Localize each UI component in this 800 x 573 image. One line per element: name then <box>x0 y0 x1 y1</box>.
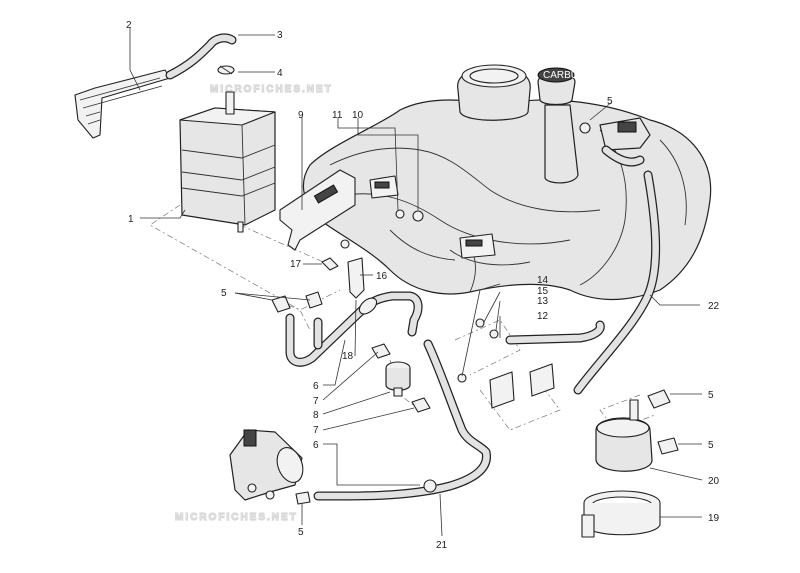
drain-hose <box>573 145 661 395</box>
canister-bracket <box>74 69 171 139</box>
check-valve <box>371 343 431 413</box>
callout-5-filter-top: 5 <box>708 390 714 401</box>
breather-hose <box>505 320 605 345</box>
filler-neck <box>457 64 531 121</box>
fuel-cap: CARBURANT <box>537 67 605 184</box>
callout-1: 1 <box>128 214 134 225</box>
callout-8: 8 <box>313 410 319 421</box>
callout-5-filter-side: 5 <box>708 440 714 451</box>
vent-hose-top <box>165 33 237 80</box>
hose-clip <box>217 65 235 75</box>
callout-15: 15 <box>537 286 549 297</box>
cap-label: CARBURANT <box>543 70 605 81</box>
watermark-bottom: MICROFICHES.NET <box>175 512 298 523</box>
callout-6-long-hose: 6 <box>313 440 319 451</box>
fuel-hose-long <box>313 339 491 501</box>
bolts <box>321 209 424 271</box>
callout-7-upper: 7 <box>313 396 319 407</box>
tank-strap-clamps <box>369 175 496 259</box>
callout-13: 13 <box>537 296 549 307</box>
fuel-pump-sender <box>579 117 651 151</box>
leader-lines <box>129 28 703 537</box>
callout-5-left-clips: 5 <box>221 288 227 299</box>
callout-12: 12 <box>537 311 549 322</box>
callout-6-left-hose: 6 <box>313 381 319 392</box>
callout-11: 11 <box>332 110 343 121</box>
mounting-bracket <box>279 169 356 251</box>
callout-14: 14 <box>537 275 549 286</box>
filter-clamp-ring <box>581 490 661 538</box>
hose-bracket <box>347 257 365 299</box>
fuel-filter <box>595 389 679 472</box>
callout-17: 17 <box>290 259 302 270</box>
callout-7-lower: 7 <box>313 425 319 436</box>
vent-hose-left <box>285 291 423 367</box>
charcoal-canister <box>179 91 276 233</box>
callout-9: 9 <box>298 110 304 121</box>
callout-labels: 1 2 3 4 5 5 5 5 5 6 6 7 7 8 9 10 11 12 1… <box>126 20 720 551</box>
callout-20: 20 <box>708 476 720 487</box>
throttle-body <box>229 429 311 505</box>
callout-19: 19 <box>708 513 720 524</box>
callout-22: 22 <box>708 301 720 312</box>
support-plates <box>457 318 555 409</box>
callout-4: 4 <box>277 68 283 79</box>
callout-3: 3 <box>277 30 283 41</box>
callout-2: 2 <box>126 20 132 31</box>
callout-16: 16 <box>376 271 388 282</box>
callout-5-pump: 5 <box>607 96 613 107</box>
callout-5-bottom: 5 <box>298 527 304 538</box>
watermark-top: MICROFICHES.NET <box>210 84 333 95</box>
callout-10: 10 <box>352 110 364 121</box>
callout-21: 21 <box>436 540 448 551</box>
callout-18: 18 <box>342 351 354 362</box>
